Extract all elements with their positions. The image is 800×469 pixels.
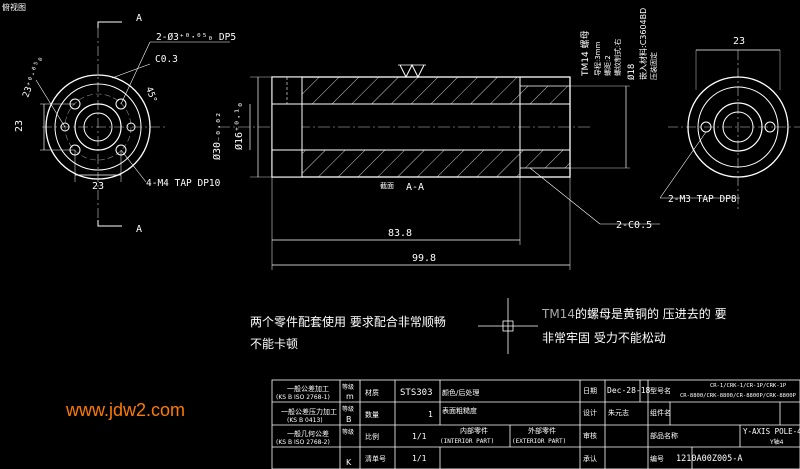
svg-text:Y轴4: Y轴4 (769, 438, 784, 446)
svg-text:嵌入材料:C3604BD: 嵌入材料:C3604BD (638, 8, 648, 80)
svg-text:朱元志: 朱元志 (608, 408, 629, 417)
svg-text:B: B (346, 415, 352, 424)
svg-text:Dec-28-18: Dec-28-18 (607, 386, 651, 395)
svg-text:TM14 螺母: TM14 螺母 (580, 30, 591, 77)
note-right-line1: TM14的螺母是黄铜的 压进去的 要 (541, 306, 727, 321)
title-block (271, 379, 800, 469)
chamfer-2-c0-5: 2-C0.5 (616, 220, 652, 231)
svg-text:表面粗糙度: 表面粗糙度 (442, 406, 477, 415)
svg-text:(EXTERIOR PART): (EXTERIOR PART) (512, 438, 566, 445)
svg-text:(INTERIOR PART): (INTERIOR PART) (440, 438, 494, 445)
thread-notes: TM14 螺母 导程:3mm 螺距:2 螺纹制式:右 Ø18 嵌入材料:C360… (580, 8, 658, 80)
svg-text:部品名称: 部品名称 (650, 431, 678, 440)
note-left-line1: 两个零件配套使用 要求配合非常顺畅 (250, 314, 446, 329)
title-block-text: 一般公差加工 (KS B ISO 2768-1) 一般公差压力加工 (KS B … (276, 383, 800, 467)
svg-text:一般公差加工: 一般公差加工 (287, 384, 329, 393)
hatch-insert-top (520, 86, 570, 104)
svg-text:颜色/后处理: 颜色/后处理 (442, 388, 479, 397)
svg-text:审核: 审核 (583, 431, 597, 440)
svg-text:压装固定: 压装固定 (649, 52, 658, 80)
svg-text:(KS B ISO 2768-1): (KS B ISO 2768-1) (276, 394, 330, 401)
svg-text:材质: 材质 (365, 388, 379, 397)
window-title: 俯视图 (2, 2, 26, 12)
tap-callout-right: 2-M3 TAP DP8 (668, 194, 737, 205)
dim-99-8: 99.8 (412, 253, 436, 264)
svg-text:清单号: 清单号 (365, 454, 386, 463)
left-end-view: A A 2-Ø3⁺⁰·⁰⁵₀ DP5 C0.3 23⁺⁰·⁰⁵₀ 45° 23 … (14, 13, 236, 235)
hatch-bottom (272, 150, 520, 177)
svg-text:CR-1/CRK-1/CR-1P/CRK-1P: CR-1/CRK-1/CR-1P/CRK-1P (710, 383, 787, 389)
svg-text:螺纹制式:右: 螺纹制式:右 (613, 39, 622, 76)
svg-text:等级: 等级 (342, 428, 354, 436)
outer-dia: Ø30₋₀.₀₂ (211, 112, 223, 160)
svg-text:螺距:2: 螺距:2 (603, 55, 612, 76)
svg-text:数量: 数量 (365, 410, 379, 419)
svg-text:1210A00Z005-A: 1210A00Z005-A (676, 454, 743, 464)
svg-text:组件名: 组件名 (650, 408, 671, 417)
svg-text:1: 1 (428, 410, 433, 419)
section-label: A-A (406, 182, 424, 193)
note-left-line2: 不能卡顿 (250, 337, 298, 351)
watermark: www.jdw2.com (65, 400, 185, 420)
bore-inner (83, 112, 113, 142)
svg-text:导程:3mm: 导程:3mm (593, 41, 602, 76)
svg-text:设计: 设计 (583, 408, 597, 417)
svg-text:(KS B 0413): (KS B 0413) (287, 417, 323, 424)
right-dim-23: 23 (733, 36, 745, 47)
svg-text:CR-8800/CRK-8800/CR-8800P/CRK-: CR-8800/CRK-8800/CR-8800P/CRK-8800P (680, 393, 797, 399)
svg-text:1/1: 1/1 (412, 432, 427, 441)
angle-label: 45° (143, 86, 158, 105)
svg-text:承认: 承认 (583, 454, 597, 463)
svg-text:m: m (346, 392, 354, 401)
svg-text:Y-AXIS POLE-4: Y-AXIS POLE-4 (743, 427, 800, 436)
svg-text:外部零件: 外部零件 (528, 426, 556, 435)
right-end-view: 23 2-M3 TAP DP8 (659, 36, 800, 210)
bore-outer (74, 103, 122, 151)
svg-text:一般几何公差: 一般几何公差 (287, 429, 329, 438)
dia-23-callout: 23⁺⁰·⁰⁵₀ (21, 55, 45, 99)
surface-symbol (399, 63, 425, 79)
svg-text:编号: 编号 (650, 454, 664, 463)
section-mark-bottom: A (136, 224, 142, 235)
main-section-view: Ø30₋₀.₀₂ Ø16⁺⁰·¹₀ 截面 A-A 83.8 99.8 2-C0.… (211, 8, 660, 270)
flange-outer (45, 74, 151, 180)
dim-width-23: 23 (92, 181, 104, 192)
svg-text:1/1: 1/1 (412, 454, 427, 463)
svg-text:内部零件: 内部零件 (460, 426, 488, 435)
svg-text:等级: 等级 (342, 383, 354, 391)
hatch-insert-bottom (520, 150, 570, 168)
svg-text:比例: 比例 (365, 432, 379, 441)
svg-text:Ø18: Ø18 (626, 64, 637, 80)
svg-text:日期: 日期 (583, 387, 597, 395)
flange-inner-ring (54, 83, 142, 171)
dim-height-23: 23 (14, 120, 25, 132)
svg-text:STS303: STS303 (400, 388, 433, 398)
chamfer-callout: C0.3 (155, 54, 178, 65)
svg-text:等级: 等级 (342, 405, 354, 413)
tap-callout-left: 4-M4 TAP DP10 (146, 178, 221, 189)
section-label-cn: 截面 (380, 181, 394, 190)
section-mark-top: A (136, 13, 142, 24)
hole-callout: 2-Ø3⁺⁰·⁰⁵₀ DP5 (156, 32, 236, 43)
svg-text:型号名: 型号名 (650, 386, 671, 395)
crosshair-cursor (478, 298, 538, 354)
svg-text:一般公差压力加工: 一般公差压力加工 (281, 407, 337, 416)
note-right-line2: 非常牢固 受力不能松动 (542, 330, 666, 345)
inner-dia: Ø16⁺⁰·¹₀ (233, 102, 245, 150)
hatch-top (272, 77, 520, 104)
svg-text:K: K (346, 458, 352, 467)
dim-83-8: 83.8 (388, 228, 412, 239)
svg-text:(KS B ISO 2768-2): (KS B ISO 2768-2) (276, 439, 330, 446)
